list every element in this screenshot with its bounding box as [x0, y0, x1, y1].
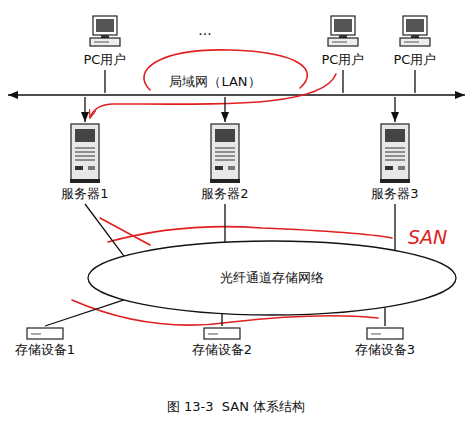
node-label: PC用户 [394, 52, 437, 68]
server: 服务器1 [61, 122, 108, 204]
storage-device: 存储设备2 [192, 326, 252, 360]
fc-storage-network: 光纤通道存储网络 [87, 240, 457, 316]
connector [104, 70, 105, 93]
lan-bus-line [8, 94, 465, 96]
connector [414, 70, 415, 93]
connector [394, 97, 395, 122]
connector [45, 300, 124, 326]
connector [384, 307, 385, 326]
node-label: 光纤通道存储网络 [220, 270, 324, 286]
server-icons [70, 124, 410, 183]
pc-icons [90, 16, 430, 46]
connector [221, 314, 222, 326]
storage-icons [27, 328, 403, 339]
connector [224, 204, 225, 242]
node-label: 服务器1 [61, 186, 108, 202]
pc-user: PC用户 [322, 14, 365, 70]
connector [224, 97, 225, 122]
node-label: 存储设备1 [15, 342, 75, 358]
lan-bus: 局域网（LAN） [15, 93, 462, 97]
connector [84, 97, 85, 122]
connector [85, 204, 124, 256]
handwritten-note: SAN [408, 226, 447, 248]
node-label: 存储设备3 [355, 342, 415, 358]
storage-device: 存储设备1 [15, 326, 75, 360]
node-label: 服务器2 [201, 186, 248, 202]
node-label: PC用户 [322, 52, 365, 68]
node-label: 服务器3 [371, 186, 418, 202]
pc-user: PC用户 [394, 14, 437, 70]
connector [342, 70, 343, 93]
storage-device: 存储设备3 [355, 326, 415, 360]
figure-caption: 图 13-3 SAN 体系结构 [167, 398, 305, 416]
pc-user: PC用户 [84, 14, 127, 70]
node-label: PC用户 [84, 52, 127, 68]
node-label: 局域网（LAN） [167, 74, 262, 90]
ellipsis-mark: ... [198, 22, 211, 38]
server: 服务器3 [371, 122, 418, 204]
node-label: 存储设备2 [192, 342, 252, 358]
server: 服务器2 [201, 122, 248, 204]
connector [394, 204, 395, 250]
